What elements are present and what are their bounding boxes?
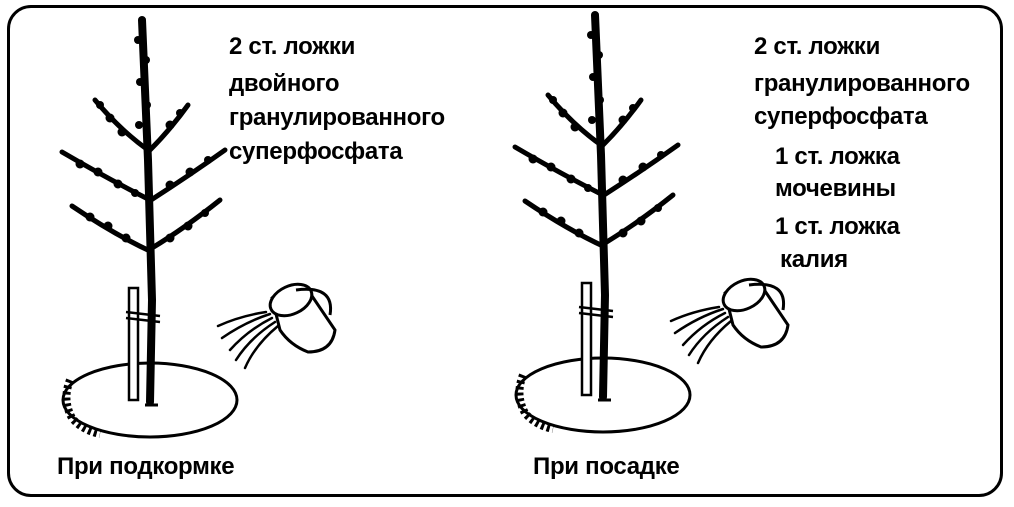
right-dose-line: 2 ст. ложки (754, 33, 881, 60)
right-caption: При посадке (533, 453, 680, 480)
right-urea-line-1: 1 ст. ложка (775, 143, 900, 170)
tree-icon-right (515, 15, 788, 432)
right-urea-line-2: мочевины (775, 175, 896, 202)
left-caption: При подкормке (57, 453, 235, 480)
left-fertilizer-line-2: гранулированного (229, 104, 445, 131)
right-fertilizer-line-1: гранулированного (754, 70, 970, 97)
diagram-frame (7, 5, 1003, 497)
left-dose-line: 2 ст. ложки (229, 33, 356, 60)
left-fertilizer-line-1: двойного (229, 70, 340, 97)
left-fertilizer-line-3: суперфосфата (229, 138, 403, 165)
right-fertilizer-line-2: суперфосфата (754, 103, 928, 130)
right-potash-line-1: 1 ст. ложка (775, 213, 900, 240)
right-potash-line-2: калия (780, 246, 848, 273)
